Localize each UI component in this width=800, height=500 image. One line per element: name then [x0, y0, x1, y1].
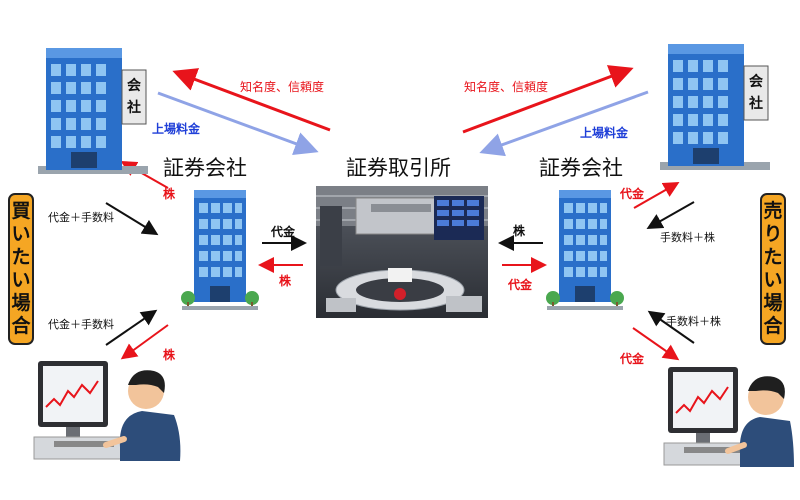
badge-char: 合 — [10, 315, 32, 338]
reputation-left-label: 知名度、信頼度 — [240, 78, 324, 95]
listing-fee-left-label: 上場料金 — [152, 120, 200, 137]
badge-char: い — [10, 269, 32, 292]
fee-stock-label-2: 手数料＋株 — [666, 313, 721, 329]
badge-char: 場 — [10, 292, 32, 315]
badge-char: 売 — [762, 200, 784, 223]
company-sign-char-2: 社 — [748, 95, 763, 112]
company-building-right: 会 社 — [658, 36, 782, 176]
payment-r1-label: 代金 — [620, 185, 644, 202]
broker-building-left — [180, 186, 260, 316]
stock-mid-right-label: 株 — [513, 222, 525, 239]
stock-label-1: 株 — [163, 185, 175, 202]
listing-fee-right-label: 上場料金 — [580, 124, 628, 141]
badge-char: た — [762, 246, 784, 269]
seller-person-illustration — [644, 361, 794, 471]
company-sign-char-2: 社 — [126, 99, 141, 116]
sell-badge-text: 売りたい場合 — [762, 200, 784, 338]
buyer-person-illustration — [34, 355, 184, 465]
exchange-label: 証券取引所 — [346, 152, 451, 182]
badge-char: 場 — [762, 292, 784, 315]
company-building-left: 会 社 — [36, 40, 160, 180]
payment-mid-right-label: 代金 — [508, 276, 532, 293]
badge-char: い — [762, 269, 784, 292]
payment-fee-label-2: 代金＋手数料 — [48, 316, 114, 332]
reputation-right-label: 知名度、信頼度 — [464, 78, 548, 95]
badge-char: 買 — [10, 200, 32, 223]
badge-char: 合 — [762, 315, 784, 338]
payment-fee-label-1: 代金＋手数料 — [48, 209, 114, 225]
buy-badge: 買いたい場合 — [8, 193, 34, 345]
fee-stock-label-1: 手数料＋株 — [660, 229, 715, 245]
stock-exchange-photo — [316, 186, 488, 318]
badge-char: た — [10, 246, 32, 269]
company-sign-char-1: 会 — [127, 77, 142, 94]
broker-left-label: 証券会社 — [163, 152, 247, 182]
badge-char: り — [762, 223, 784, 246]
broker-building-right — [545, 186, 625, 316]
arrow-listing-fee-right — [485, 92, 648, 151]
company-sign-char-1: 会 — [749, 73, 764, 90]
buy-badge-text: 買いたい場合 — [10, 200, 32, 338]
stock-mid-left-label: 株 — [279, 272, 291, 289]
sell-badge: 売りたい場合 — [760, 193, 786, 345]
arrow-stock-2 — [124, 325, 168, 357]
payment-mid-left-label: 代金 — [271, 223, 295, 240]
broker-right-label: 証券会社 — [539, 152, 623, 182]
stock-label-2: 株 — [163, 346, 175, 363]
payment-r2-label: 代金 — [620, 350, 644, 367]
arrow-fee-stock-1 — [650, 202, 694, 227]
badge-char: い — [10, 223, 32, 246]
